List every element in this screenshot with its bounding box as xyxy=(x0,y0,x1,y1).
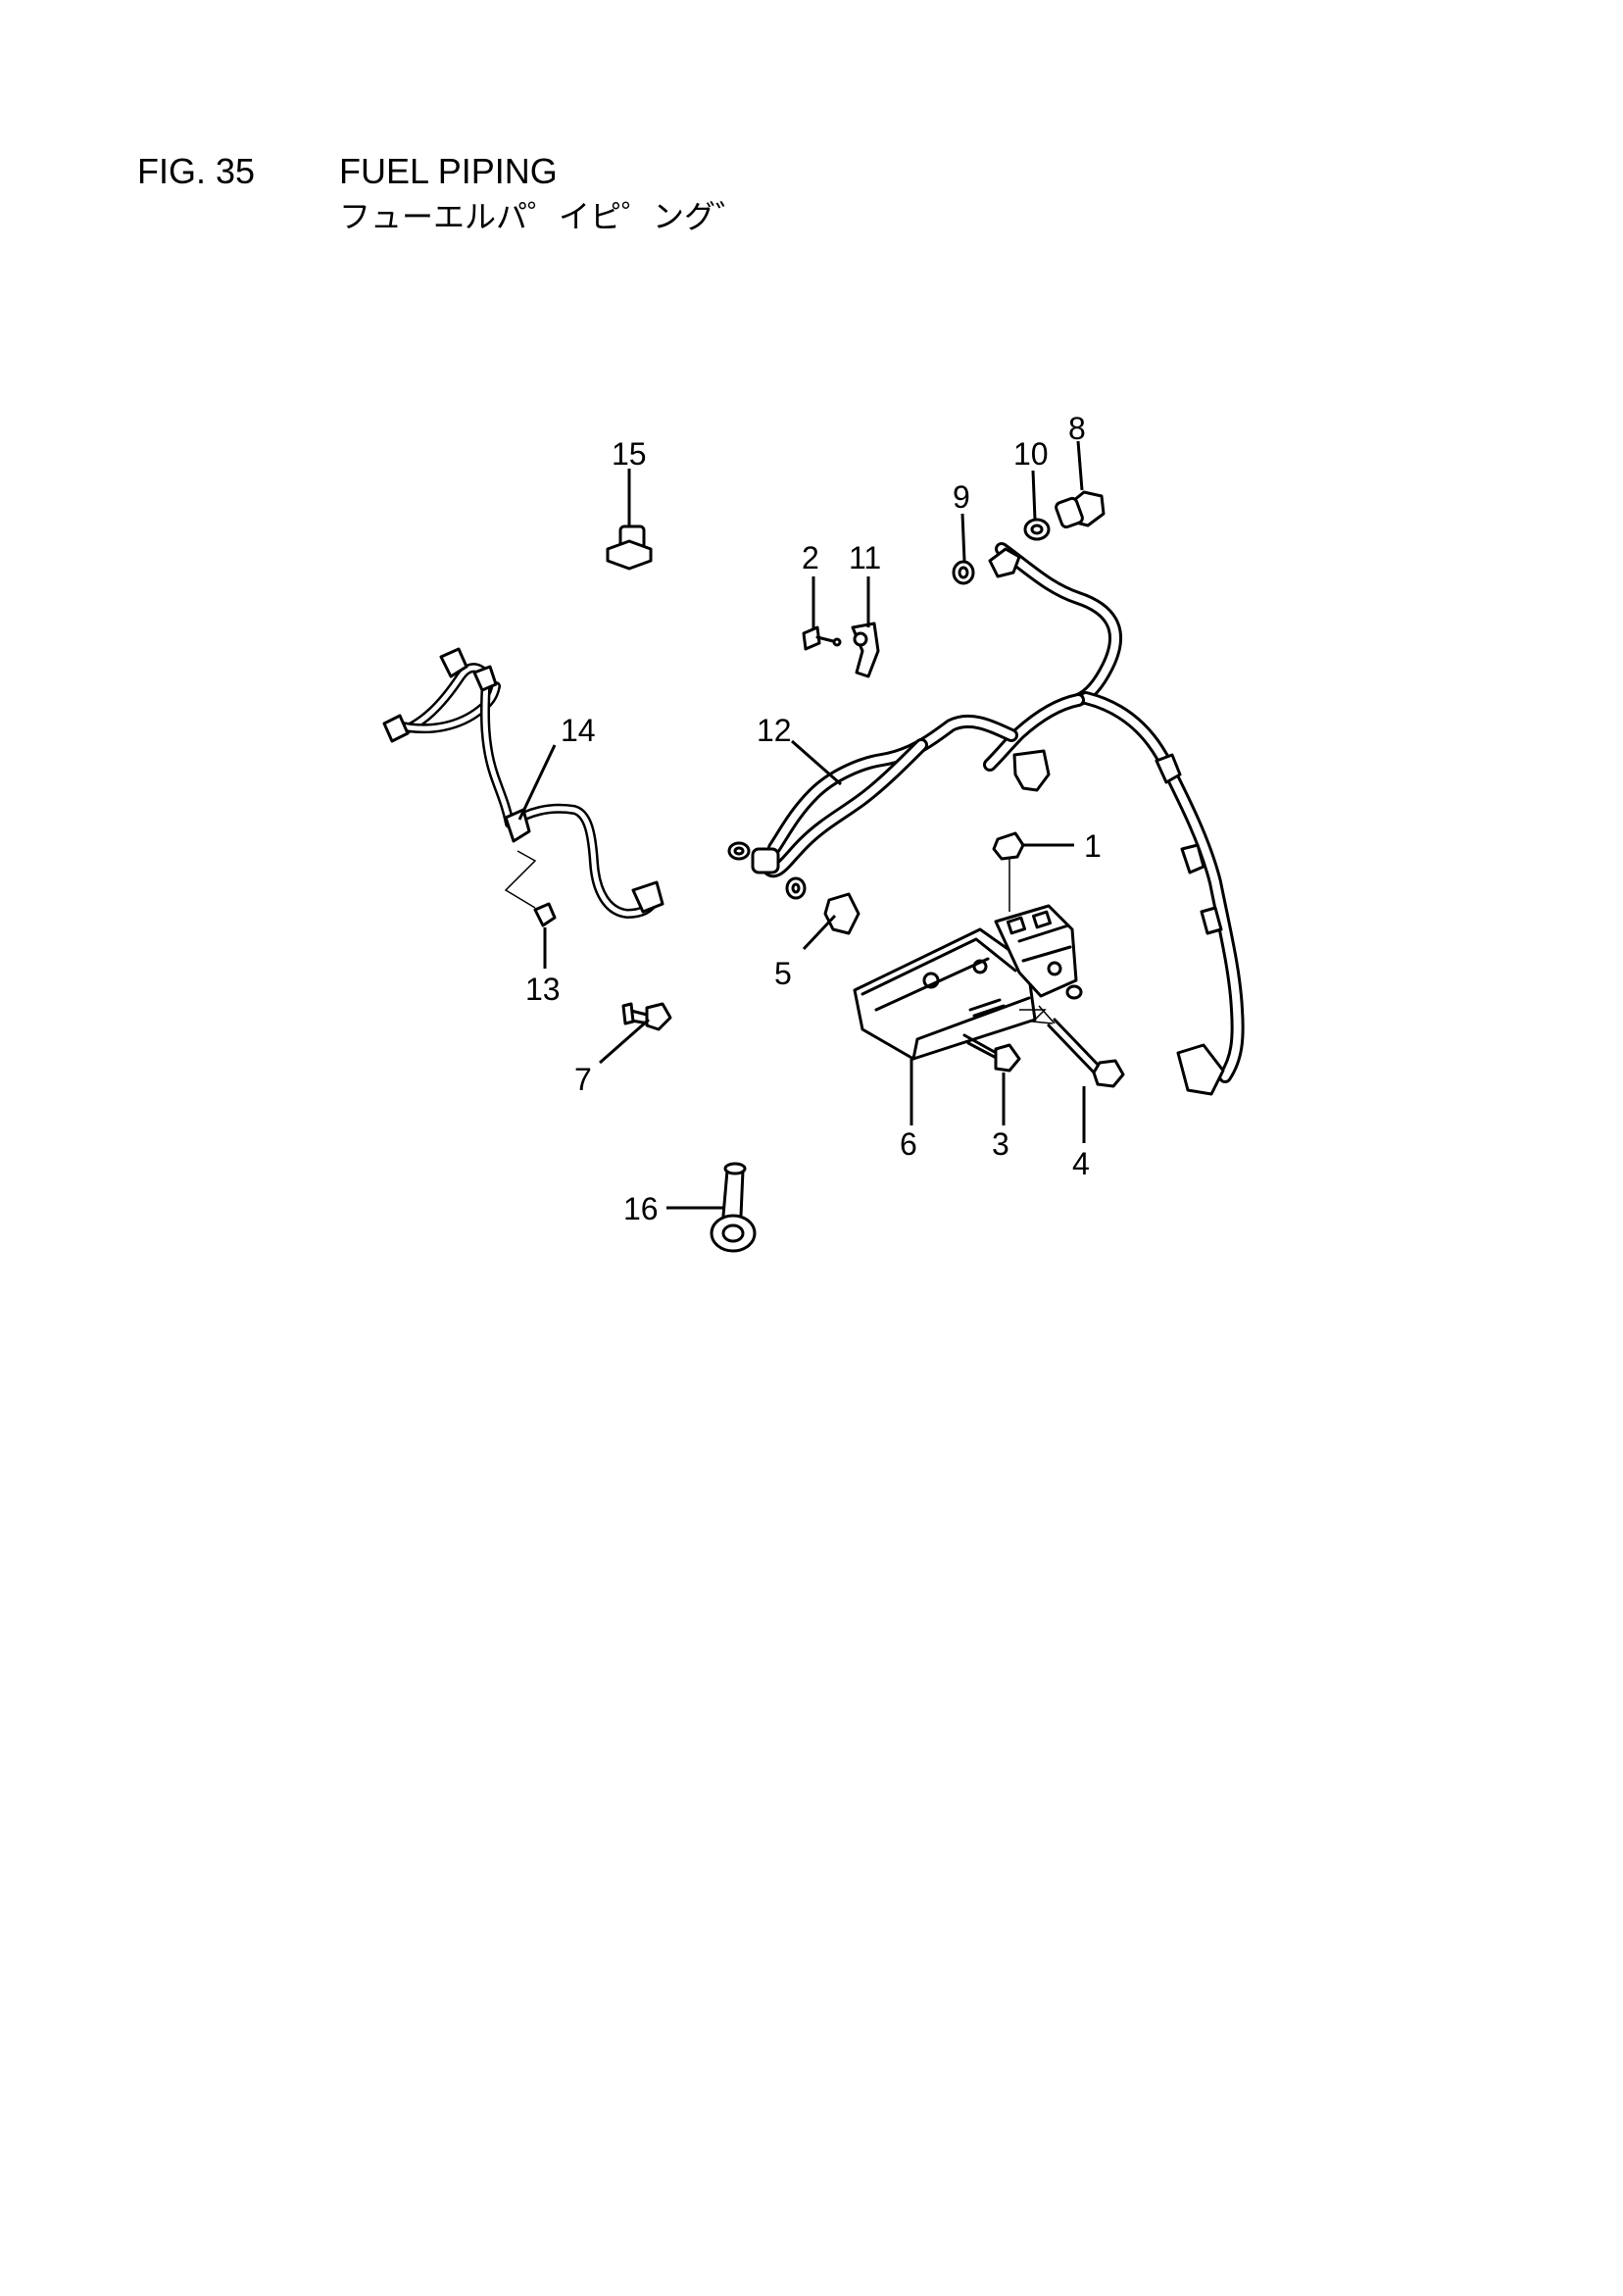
callout-5: 5 xyxy=(774,956,792,991)
part-11-clamp xyxy=(851,622,880,678)
callout-13: 13 xyxy=(525,972,561,1007)
callout-3: 3 xyxy=(992,1126,1009,1162)
callout-9: 9 xyxy=(953,479,970,515)
part-1-plug xyxy=(992,831,1025,912)
part-13-clamp-bolt xyxy=(504,850,557,927)
part-7-bolt xyxy=(621,1002,672,1031)
figure-number: FIG. 35 xyxy=(137,151,256,191)
part-5-banjo-bolt xyxy=(727,841,861,935)
part-15-bolt xyxy=(606,524,653,571)
callout-2: 2 xyxy=(802,540,819,575)
part-16-banjo-fitting xyxy=(710,1162,757,1253)
callout-16: 16 xyxy=(623,1191,659,1226)
callout-1: 1 xyxy=(1084,828,1102,864)
part-12-fuel-pipe xyxy=(751,542,1245,1096)
figure-title: FUEL PIPING xyxy=(339,151,558,191)
callout-11: 11 xyxy=(849,540,881,575)
callout-10: 10 xyxy=(1013,436,1049,472)
part-8-banjo-bolt xyxy=(1055,490,1106,529)
leader-lines xyxy=(517,440,1086,1210)
part-10-washer xyxy=(1023,518,1051,541)
callout-4: 4 xyxy=(1072,1146,1090,1181)
callout-15: 15 xyxy=(612,436,647,472)
part-4-bolt xyxy=(1019,1009,1125,1088)
part-2-bolt xyxy=(802,625,842,651)
callout-14: 14 xyxy=(561,713,596,748)
part-3-bolt xyxy=(962,1033,1021,1073)
part-14-injection-pipe xyxy=(382,647,664,919)
callout-6: 6 xyxy=(900,1126,917,1162)
part-9-washer xyxy=(952,560,975,585)
callout-8: 8 xyxy=(1068,411,1086,446)
callout-7: 7 xyxy=(574,1062,592,1097)
figure-subtitle-japanese: フューエルパ゜イピ゜ング゛ xyxy=(339,198,748,235)
callout-12: 12 xyxy=(757,713,792,748)
